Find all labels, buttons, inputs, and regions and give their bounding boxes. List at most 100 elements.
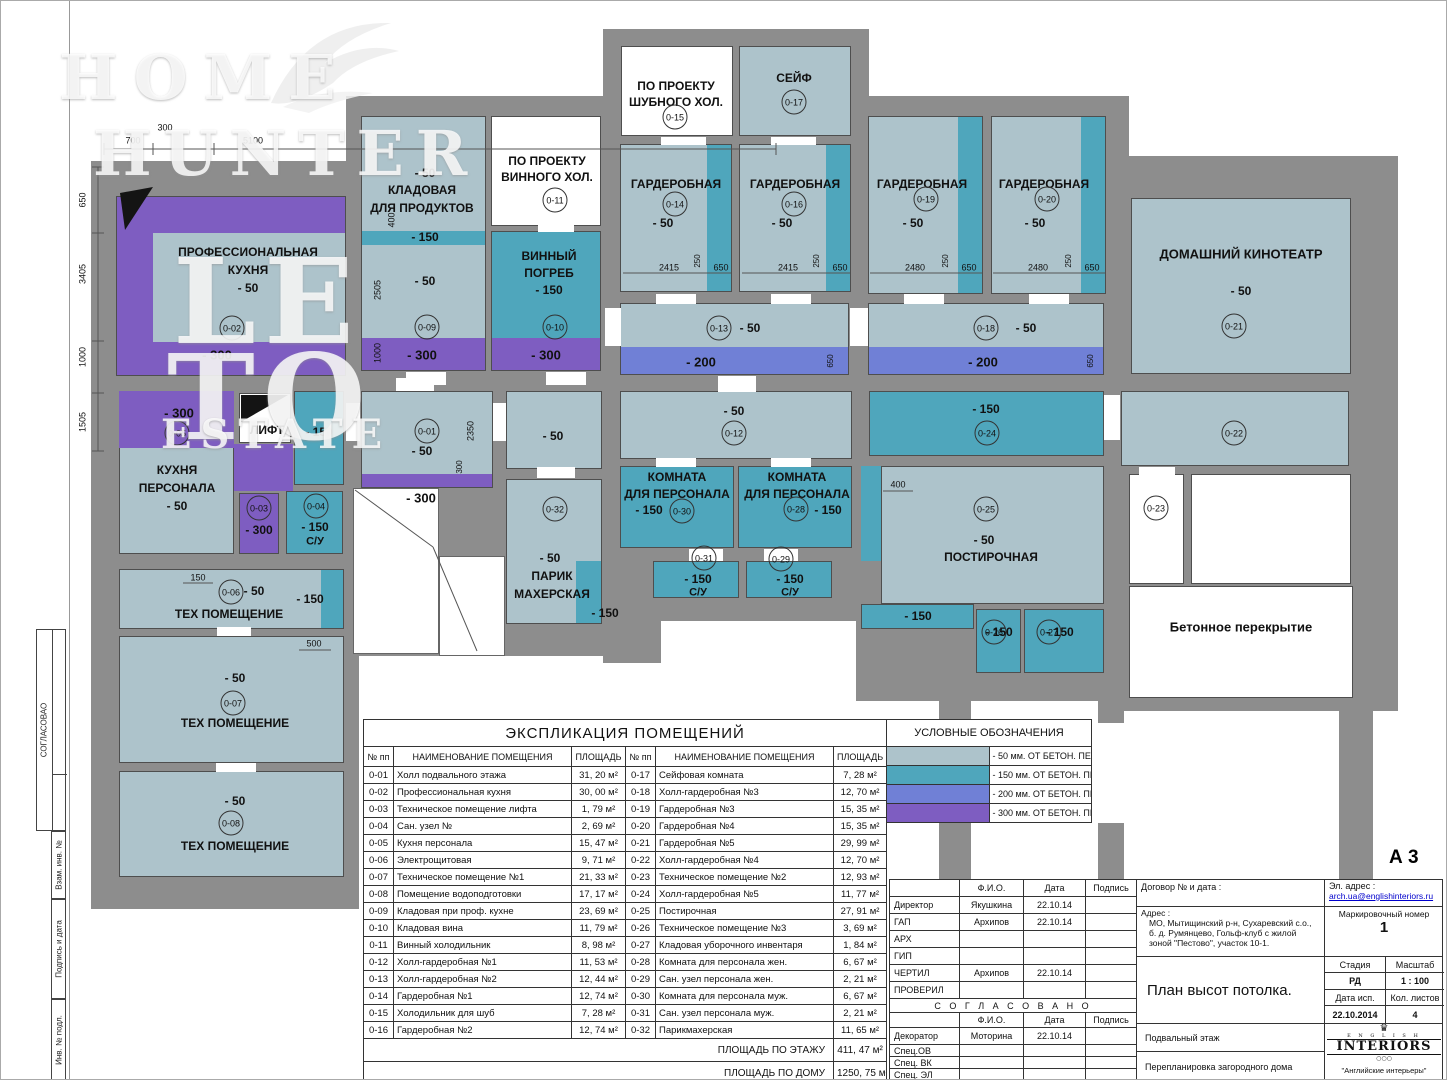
room-name: Холл подвального этажа xyxy=(393,766,572,784)
room-id: 0-07 xyxy=(363,868,394,886)
room-area: 15, 35 м² xyxy=(832,817,888,835)
plan-label: 650 xyxy=(713,262,729,273)
room-name: Техническое помещение №3 xyxy=(655,919,834,937)
band-wardrobe-0-16 xyxy=(826,145,850,291)
band-lift-300 xyxy=(234,444,293,491)
sign-signature xyxy=(1085,1068,1137,1079)
room-name: Техническое помещение лифта xyxy=(393,800,572,818)
plan-label: - 50 xyxy=(723,404,745,418)
room-number-0-03: 0-03 xyxy=(246,495,272,521)
plan-label: ПО ПРОЕКТУ xyxy=(637,79,715,93)
email-link[interactable]: arch.ua@englishinteriors.ru xyxy=(1329,891,1434,901)
plan-label: - 300 xyxy=(531,347,561,363)
sign-signature xyxy=(1085,964,1137,982)
room-area: 11, 65 м² xyxy=(832,1021,888,1039)
plan-label: ДЛЯ ПРОДУКТОВ xyxy=(370,201,474,215)
sign-header: Дата xyxy=(1023,879,1086,897)
plan-label: ТЕХ ПОМЕЩЕНИЕ xyxy=(174,607,284,621)
legend-row: - 50 мм. ОТ БЕТОН. ПЕРКР. xyxy=(886,746,1092,766)
sign-date xyxy=(1023,1044,1086,1057)
room-area: 6, 67 м² xyxy=(832,953,888,971)
room-name: Постирочная xyxy=(655,902,834,920)
room-id: 0-06 xyxy=(363,851,394,869)
room-area: 27, 91 м² xyxy=(832,902,888,920)
plan-label: 1505 xyxy=(77,411,88,433)
column-header: № пп xyxy=(625,746,656,767)
plan-label: - 50 xyxy=(902,216,924,230)
room-number-0-26: 0-26 xyxy=(981,619,1007,645)
titleblock-right: Договор № и дата : Эл. адрес : arch.ua@e… xyxy=(1136,879,1444,1079)
sign-signature xyxy=(1085,913,1137,931)
plan-label: 2480 xyxy=(1027,262,1049,273)
room-name: Гардеробная №5 xyxy=(655,834,834,852)
room-name: Техническое помещение №2 xyxy=(655,868,834,886)
door-opening xyxy=(406,372,446,385)
room-id: 0-10 xyxy=(363,919,394,937)
room-area: 8, 98 м² xyxy=(571,936,626,954)
sign-date xyxy=(1023,930,1086,948)
room-area: 12, 70 м² xyxy=(832,783,888,801)
band-hall-0-13-200 xyxy=(621,347,848,374)
plan-label: - 300 xyxy=(164,405,194,421)
signature-row: ПРОВЕРИЛ xyxy=(889,981,1137,999)
room-area: 11, 79 м² xyxy=(571,919,626,937)
wall xyxy=(603,621,661,663)
door-opening xyxy=(904,294,944,304)
sign-date xyxy=(1023,1068,1086,1079)
plan-label: 250 xyxy=(693,254,702,268)
sign-name: Архипов xyxy=(959,913,1024,931)
room-id: 0-15 xyxy=(363,1004,394,1022)
plan-label: 5100 xyxy=(242,135,264,146)
plan-label: 250 xyxy=(1064,254,1073,268)
door-opening xyxy=(537,467,575,478)
room-id: 0-05 xyxy=(363,834,394,852)
plan-label: ТЕХ ПОМЕЩЕНИЕ xyxy=(180,839,290,853)
sign-date: 22.10.14 xyxy=(1023,1027,1086,1045)
room-area: 2, 21 м² xyxy=(832,1004,888,1022)
total-label: ПЛОЩАДЬ ПО ДОМУ xyxy=(363,1061,834,1079)
plan-label: - 150 xyxy=(305,425,333,439)
logo-subtitle: "Английские интерьеры" xyxy=(1341,1065,1427,1075)
room-name: Парикмахерская xyxy=(655,1021,834,1039)
plan-label: - 50 xyxy=(414,166,436,180)
band-wine-cellar-300 xyxy=(492,338,600,370)
contract-label: Договор № и дата : xyxy=(1137,880,1324,907)
room-number-0-30: 0-30 xyxy=(669,498,695,524)
address-text: МО, Мытищинский р-н, Сухаревский с.о., б… xyxy=(1149,918,1312,948)
plan-label: - 150 xyxy=(972,402,1000,416)
room-id: 0-22 xyxy=(625,851,656,869)
room-id: 0-32 xyxy=(625,1021,656,1039)
room-area: 29, 99 м² xyxy=(832,834,888,852)
room-staff-0-28 xyxy=(738,466,852,548)
signature-row: Спец. ЭЛ xyxy=(889,1068,1137,1079)
room-number-0-18: 0-18 xyxy=(973,315,999,341)
plan-label: КОМНАТА xyxy=(647,470,707,484)
room-name: Гардеробная №4 xyxy=(655,817,834,835)
plan-label: ПО ПРОЕКТУ xyxy=(508,154,586,168)
band-laundry-150 xyxy=(861,604,974,629)
plan-label: Бетонное перекрытие xyxy=(1169,619,1313,635)
room-0-23 xyxy=(1129,474,1184,584)
project-label: Перепланировка загородного дома xyxy=(1145,1062,1293,1072)
legend-title: УСЛОВНЫЕ ОБОЗНАЧЕНИЯ xyxy=(886,719,1092,747)
sign-header: Подпись xyxy=(1085,1012,1137,1028)
room-corridor xyxy=(506,391,602,469)
sign-header: Ф.И.О. xyxy=(959,879,1024,897)
sign-date xyxy=(1023,947,1086,965)
room-id: 0-16 xyxy=(363,1021,394,1039)
band-wardrobe-0-19 xyxy=(958,117,982,293)
door-opening xyxy=(771,294,811,304)
room-name: Сан. узел персонала жен. xyxy=(655,970,834,988)
sign-role: Декоратор xyxy=(889,1027,960,1045)
room-id: 0-14 xyxy=(363,987,394,1005)
plan-label: ГАРДЕРОБНАЯ xyxy=(998,177,1090,191)
frame-stamp-box: Подпись и дата xyxy=(51,899,66,999)
chain-icon: ○○○ xyxy=(1376,1055,1392,1063)
door-opening xyxy=(661,137,706,145)
door-opening xyxy=(1104,395,1120,440)
legend-swatch xyxy=(886,803,990,823)
room-name: Кладовая вина xyxy=(393,919,572,937)
stair-void xyxy=(439,556,505,656)
